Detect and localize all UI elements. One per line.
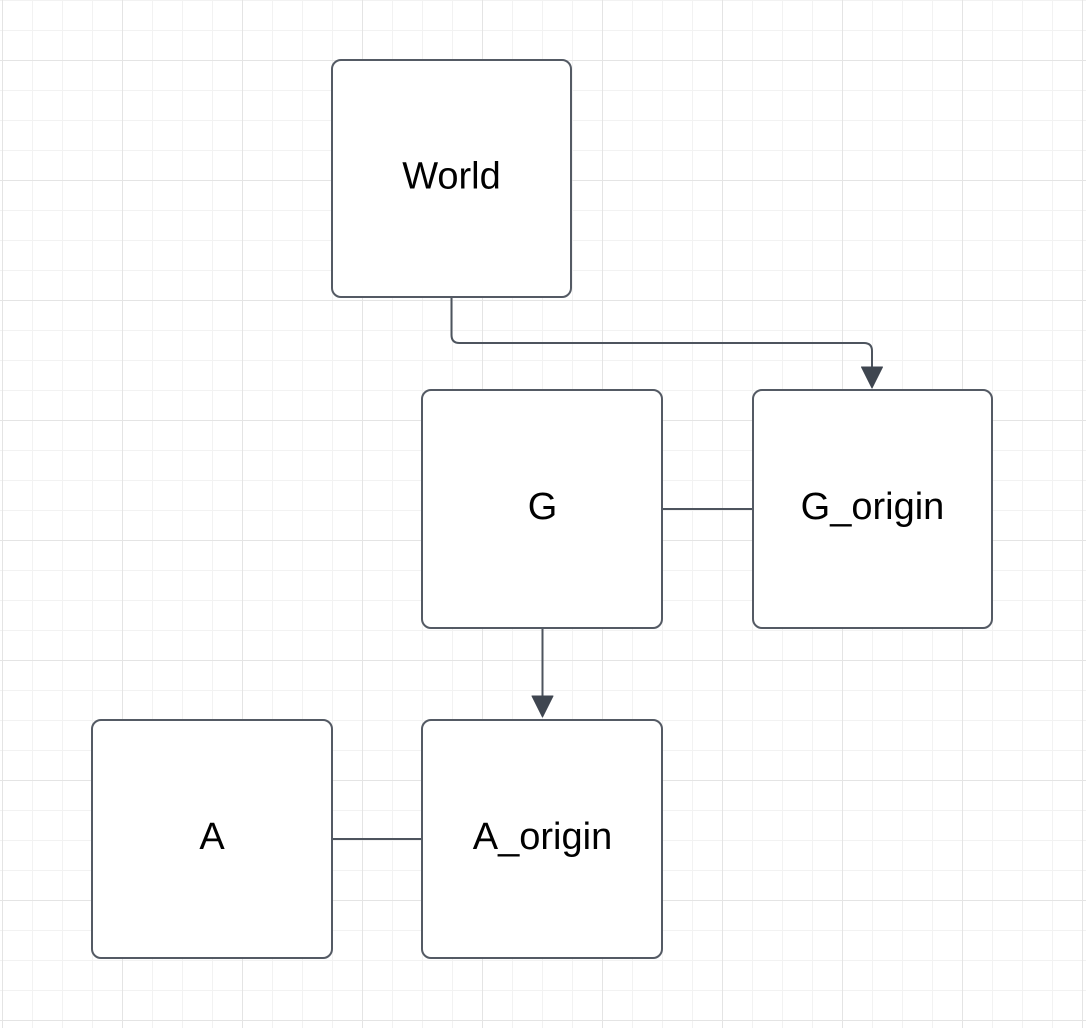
node-g-label: G: [528, 486, 558, 528]
edge-group-world-to-g-origin: [450, 297, 883, 389]
node-g[interactable]: [421, 389, 663, 629]
node-group-a-origin: A_origin: [421, 719, 663, 959]
node-a-origin[interactable]: [421, 719, 663, 959]
arrowhead-icon-g-to-a-origin: [531, 695, 554, 718]
node-a[interactable]: [91, 719, 333, 959]
node-a-label: A: [199, 816, 225, 858]
edge-world-to-g-origin[interactable]: [450, 297, 873, 367]
node-g-origin-label: G_origin: [801, 486, 945, 528]
node-group-g-origin: G_origin: [752, 389, 993, 629]
node-group-world: World: [331, 59, 572, 298]
node-group-a: A: [91, 719, 333, 959]
node-world[interactable]: [331, 59, 572, 298]
node-a-origin-label: A_origin: [473, 816, 612, 858]
node-group-g: G: [421, 389, 663, 629]
arrowhead-icon-world-to-g-origin: [861, 366, 883, 389]
node-world-label: World: [402, 155, 501, 197]
node-g-origin[interactable]: [752, 389, 993, 629]
edge-group-g-to-a-origin: [531, 628, 554, 718]
